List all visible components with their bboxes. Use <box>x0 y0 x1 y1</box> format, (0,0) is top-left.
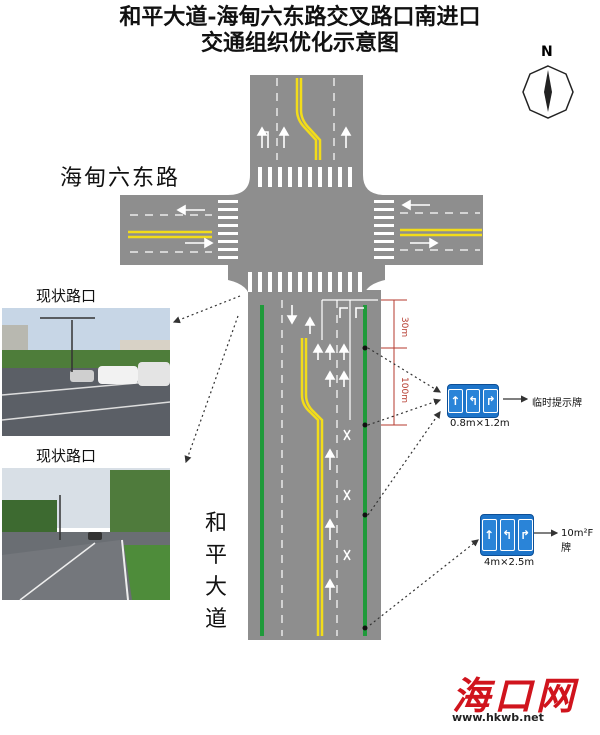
sign-arrow-left-icon: ↰ <box>499 519 515 551</box>
dimension-marks <box>381 299 407 426</box>
photo-2-scene <box>2 468 170 601</box>
sign-arrow-straight-icon: ↑ <box>448 389 463 413</box>
sign-arrow-right-icon: ↱ <box>517 519 533 551</box>
lane-arrows <box>176 126 439 600</box>
road-name-haidian: 海甸六东路 <box>60 166 181 191</box>
crosswalk-north <box>258 167 352 187</box>
leader-lines <box>172 295 559 626</box>
sign-posts <box>362 345 368 631</box>
temporary-sign-size: 0.8m×1.2m <box>450 418 510 429</box>
road-surface <box>120 75 483 640</box>
dimension-30m: 30m <box>399 317 409 337</box>
sign-arrow-right-icon: ↱ <box>483 389 499 413</box>
green-lanes <box>260 305 367 636</box>
lane-dividers <box>130 78 480 636</box>
watermark-logo: 海口网 <box>452 673 579 718</box>
compass-north-label: N <box>541 44 553 60</box>
current-intersection-photo-2 <box>2 468 170 600</box>
photo-1-scene <box>1 308 171 436</box>
road-name-heping: 和平大道 <box>205 511 228 632</box>
dimension-100m: 100m <box>399 377 409 403</box>
overhead-sign-size: 4m×2.5m <box>484 557 535 568</box>
crosswalk-west <box>218 200 238 259</box>
lane-solid-lines <box>321 299 378 420</box>
diagram-title-line-1: 和平大道-海甸六东路交叉路口南进口 <box>119 4 481 30</box>
temporary-sign-note: 临时提示牌 <box>532 398 582 409</box>
crosswalk-east <box>374 200 394 259</box>
watermark-url: www.hkwb.net <box>452 711 544 724</box>
photo-label-2: 现状路口 <box>36 447 97 465</box>
crosswalk-south <box>248 272 362 292</box>
diagram-title-line-2: 交通组织优化示意图 <box>200 30 399 56</box>
yellow-center-lines <box>128 78 482 636</box>
photo-label-1: 现状路口 <box>36 287 97 305</box>
north-compass-icon <box>522 65 574 119</box>
temporary-lane-sign: ↑ ↰ ↱ <box>447 384 499 418</box>
sign-arrow-left-icon: ↰ <box>465 389 481 413</box>
current-intersection-photo-1 <box>2 308 170 436</box>
sign-arrow-straight-icon: ↑ <box>481 519 497 551</box>
turn-arrows <box>260 131 364 561</box>
overhead-lane-sign: ↑ ↰ ↱ <box>480 514 534 556</box>
overhead-sign-note: 10m²F牌 <box>561 528 594 554</box>
